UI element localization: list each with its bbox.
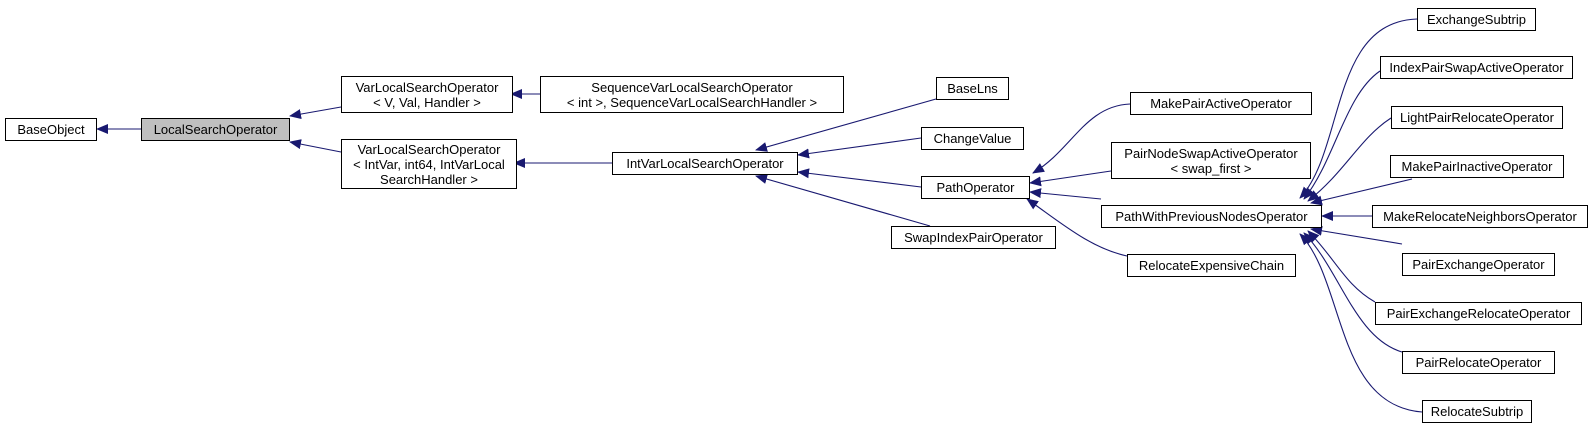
node-label-line: PairNodeSwapActiveOperator bbox=[1124, 145, 1298, 161]
edge-path-with-previous-to-path-operator bbox=[1029, 188, 1102, 200]
node-sequence-var-local-search-operator[interactable]: SequenceVarLocalSearchOperator< int >, S… bbox=[540, 76, 844, 113]
node-label-line: IndexPairSwapActiveOperator bbox=[1389, 60, 1564, 75]
node-label-line: PairRelocateOperator bbox=[1415, 355, 1542, 370]
node-int-var-local-search-operator[interactable]: IntVarLocalSearchOperator bbox=[612, 152, 798, 175]
node-var-local-search-operator-intvar[interactable]: VarLocalSearchOperator< IntVar, int64, I… bbox=[341, 139, 517, 189]
node-label-line: SequenceVarLocalSearchOperator bbox=[591, 79, 793, 95]
edge-pair-exchange-relocate-to-path-with-previous bbox=[1307, 230, 1376, 303]
node-label-line: PairExchangeOperator bbox=[1412, 257, 1545, 272]
edge-relocate-subtrip-to-path-with-previous bbox=[1299, 233, 1423, 413]
edge-pair-relocate-to-path-with-previous bbox=[1303, 232, 1403, 353]
node-pair-relocate-operator[interactable]: PairRelocateOperator bbox=[1402, 351, 1555, 374]
node-make-pair-active-operator[interactable]: MakePairActiveOperator bbox=[1130, 92, 1312, 115]
edge-pair-exchange-to-path-with-previous bbox=[1310, 225, 1403, 245]
node-path-with-previous-nodes-operator[interactable]: PathWithPreviousNodesOperator bbox=[1101, 205, 1322, 228]
node-local-search-operator: LocalSearchOperator bbox=[141, 118, 290, 141]
edge-path-operator-to-int-var-ls-op bbox=[797, 168, 922, 188]
node-base-object[interactable]: BaseObject bbox=[5, 118, 97, 141]
edge-var-ls-op-intvar-to-local-search-operator bbox=[289, 139, 342, 153]
edge-change-value-to-int-var-ls-op bbox=[797, 137, 922, 159]
node-pair-exchange-operator[interactable]: PairExchangeOperator bbox=[1402, 253, 1555, 276]
node-light-pair-relocate-operator[interactable]: LightPairRelocateOperator bbox=[1391, 106, 1563, 129]
edge-make-pair-inactive-to-path-with-previous bbox=[1310, 178, 1413, 206]
edge-make-pair-active-to-path-operator bbox=[1032, 103, 1131, 174]
node-label-line: PairExchangeRelocateOperator bbox=[1386, 306, 1571, 321]
node-label-line: BaseLns bbox=[947, 81, 998, 96]
node-label-line: < swap_first > bbox=[1170, 160, 1252, 176]
node-label-line: BaseObject bbox=[17, 122, 85, 137]
node-exchange-subtrip[interactable]: ExchangeSubtrip bbox=[1417, 8, 1536, 31]
node-label-line: MakePairInactiveOperator bbox=[1401, 159, 1553, 174]
node-label-line: VarLocalSearchOperator bbox=[357, 141, 501, 157]
node-label-line: SearchHandler > bbox=[380, 171, 478, 187]
edge-var-ls-op-v-to-local-search-operator bbox=[289, 106, 342, 120]
node-relocate-expensive-chain[interactable]: RelocateExpensiveChain bbox=[1127, 254, 1296, 277]
node-relocate-subtrip[interactable]: RelocateSubtrip bbox=[1422, 400, 1532, 423]
node-label-line: IntVarLocalSearchOperator bbox=[626, 156, 784, 171]
node-label-line: RelocateExpensiveChain bbox=[1138, 258, 1285, 273]
node-pair-node-swap-active-operator[interactable]: PairNodeSwapActiveOperator< swap_first > bbox=[1111, 142, 1311, 179]
node-label-line: PathWithPreviousNodesOperator bbox=[1115, 209, 1308, 224]
node-label-line: ExchangeSubtrip bbox=[1426, 12, 1526, 27]
node-label-line: RelocateSubtrip bbox=[1430, 404, 1524, 419]
node-change-value[interactable]: ChangeValue bbox=[921, 127, 1024, 150]
node-label-line: < V, Val, Handler > bbox=[373, 94, 481, 110]
node-make-pair-inactive-operator[interactable]: MakePairInactiveOperator bbox=[1390, 155, 1564, 178]
node-base-lns[interactable]: BaseLns bbox=[936, 77, 1009, 100]
node-label-line: VarLocalSearchOperator bbox=[355, 79, 499, 95]
edge-swap-index-pair-to-int-var-ls-op bbox=[755, 174, 931, 227]
node-label-line: ChangeValue bbox=[933, 131, 1012, 146]
node-path-operator[interactable]: PathOperator bbox=[921, 176, 1030, 199]
node-index-pair-swap-active-operator[interactable]: IndexPairSwapActiveOperator bbox=[1380, 56, 1573, 79]
edge-light-pair-relocate-to-path-with-previous bbox=[1307, 117, 1392, 202]
edge-index-pair-swap-active-to-path-with-previous bbox=[1303, 70, 1381, 200]
node-label-line: LocalSearchOperator bbox=[153, 122, 278, 137]
node-label-line: LightPairRelocateOperator bbox=[1400, 110, 1554, 125]
node-swap-index-pair-operator[interactable]: SwapIndexPairOperator bbox=[891, 226, 1056, 249]
edge-pair-node-swap-active-to-path-operator bbox=[1029, 170, 1112, 187]
node-label-line: PathOperator bbox=[936, 180, 1015, 195]
edge-exchange-subtrip-to-path-with-previous bbox=[1299, 18, 1418, 199]
node-make-relocate-neighbors-operator[interactable]: MakeRelocateNeighborsOperator bbox=[1372, 205, 1588, 228]
edge-base-lns-to-int-var-ls-op bbox=[755, 98, 937, 152]
node-label-line: SwapIndexPairOperator bbox=[904, 230, 1043, 245]
node-label-line: < IntVar, int64, IntVarLocal bbox=[353, 156, 505, 172]
node-var-local-search-operator-v-val-handler[interactable]: VarLocalSearchOperator< V, Val, Handler … bbox=[341, 76, 513, 113]
edge-relocate-expensive-chain-to-path-operator bbox=[1026, 198, 1128, 257]
node-pair-exchange-relocate-operator[interactable]: PairExchangeRelocateOperator bbox=[1375, 302, 1582, 325]
node-label-line: < int >, SequenceVarLocalSearchHandler > bbox=[566, 94, 818, 110]
node-label-line: MakeRelocateNeighborsOperator bbox=[1383, 209, 1577, 224]
node-label-line: MakePairActiveOperator bbox=[1150, 96, 1292, 111]
